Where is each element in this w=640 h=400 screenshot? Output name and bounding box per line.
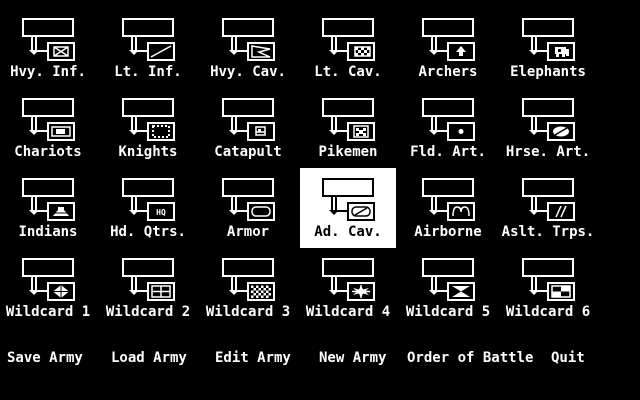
chariot-icon [22,98,75,141]
menu-item-edit-army[interactable]: Edit Army [215,350,291,366]
unit-chariot[interactable]: Chariots [0,88,96,168]
unit-knight-dotted[interactable]: Knights [100,88,196,168]
unit-infantry-cross[interactable]: Hvy. Inf. [0,8,96,88]
unit-light-cavalry-checker[interactable]: Lt. Cav. [300,8,396,88]
unit-label: Wildcard 1 [5,304,91,320]
wildcard-diamond-icon [22,258,75,301]
headquarters-icon: HQ [122,178,175,221]
armor-oval-icon [222,178,275,221]
unit-label: Indians [18,224,78,240]
unit-label: Ad. Cav. [314,224,382,240]
unit-label: Hrse. Art. [505,144,591,160]
unit-wildcard-diamond[interactable]: Wildcard 1 [0,248,96,328]
unit-pike-cross[interactable]: Pikemen [300,88,396,168]
unit-label: Airborne [414,224,482,240]
unit-field-artillery-dot[interactable]: Fld. Art. [400,88,496,168]
unit-label: Hvy. Cav. [210,64,286,80]
unit-label: Hvy. Inf. [10,64,86,80]
infantry-cross-icon [22,18,75,61]
unit-advanced-cavalry[interactable]: Ad. Cav. [300,168,396,248]
unit-label: Wildcard 6 [505,304,591,320]
horse-artillery-icon [522,98,575,141]
archer-arrow-icon [422,18,475,61]
airborne-arc-icon [422,178,475,221]
menu-item-order-of-battle[interactable]: Order of Battle [407,350,534,366]
unit-elephant[interactable]: Elephants [500,8,596,88]
light-infantry-slash-icon [122,18,175,61]
unit-label: Aslt. Trps. [501,224,595,240]
unit-catapult[interactable]: Catapult [200,88,296,168]
wildcard-grid-icon [122,258,175,301]
catapult-icon [222,98,275,141]
unit-label: Wildcard 3 [205,304,291,320]
wildcard-bowtie-icon [422,258,475,301]
menu-item-save-army[interactable]: Save Army [7,350,83,366]
unit-assault-troops-slashes[interactable]: Aslt. Trps. [500,168,596,248]
unit-armor-oval[interactable]: Armor [200,168,296,248]
indians-icon [22,178,75,221]
unit-label: Catapult [214,144,282,160]
unit-archer-arrow[interactable]: Archers [400,8,496,88]
advanced-cavalry-icon [322,178,375,221]
unit-label: Hd. Qtrs. [110,224,186,240]
unit-airborne-arc[interactable]: Airborne [400,168,496,248]
light-cavalry-checker-icon [322,18,375,61]
unit-label: Fld. Art. [410,144,486,160]
menu-item-quit[interactable]: Quit [551,350,585,366]
unit-horse-artillery[interactable]: Hrse. Art. [500,88,596,168]
unit-label: Armor [226,224,270,240]
unit-label: Elephants [510,64,586,80]
unit-label: Knights [118,144,178,160]
menu-item-new-army[interactable]: New Army [319,350,387,366]
unit-wildcard-grid[interactable]: Wildcard 2 [100,248,196,328]
elephant-icon [522,18,575,61]
field-artillery-dot-icon [422,98,475,141]
unit-label: Pikemen [318,144,378,160]
unit-label: Lt. Inf. [114,64,182,80]
menu-item-load-army[interactable]: Load Army [111,350,187,366]
unit-wildcard-quad[interactable]: Wildcard 6 [500,248,596,328]
wildcard-quad-icon [522,258,575,301]
unit-wildcard-bowtie[interactable]: Wildcard 5 [400,248,496,328]
unit-label: Chariots [14,144,82,160]
unit-heavy-cavalry-wedge[interactable]: Hvy. Cav. [200,8,296,88]
unit-label: Wildcard 5 [405,304,491,320]
unit-label: Archers [418,64,478,80]
unit-label: Wildcard 2 [105,304,191,320]
pike-cross-icon [322,98,375,141]
svg-text:HQ: HQ [156,208,166,217]
unit-label: Lt. Cav. [314,64,382,80]
unit-indians[interactable]: Indians [0,168,96,248]
unit-light-infantry-slash[interactable]: Lt. Inf. [100,8,196,88]
unit-label: Wildcard 4 [305,304,391,320]
unit-wildcard-checker[interactable]: Wildcard 3 [200,248,296,328]
wildcard-checker-icon [222,258,275,301]
knight-dotted-icon [122,98,175,141]
unit-headquarters[interactable]: HQ Hd. Qtrs. [100,168,196,248]
heavy-cavalry-wedge-icon [222,18,275,61]
unit-wildcard-star[interactable]: Wildcard 4 [300,248,396,328]
assault-troops-slashes-icon [522,178,575,221]
wildcard-star-icon [322,258,375,301]
